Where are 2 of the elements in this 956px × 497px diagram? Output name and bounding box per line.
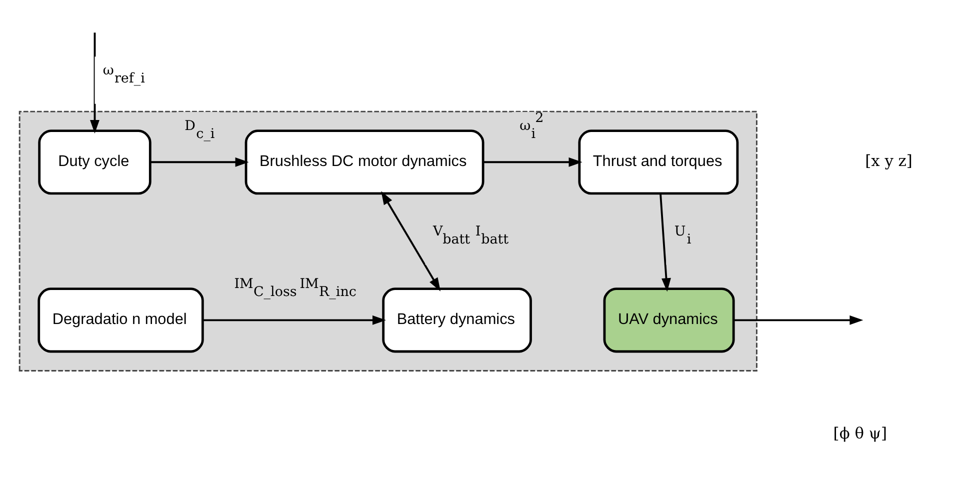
label: [ϕ θ ψ]	[833, 424, 887, 442]
label: [x y z]	[865, 151, 912, 170]
